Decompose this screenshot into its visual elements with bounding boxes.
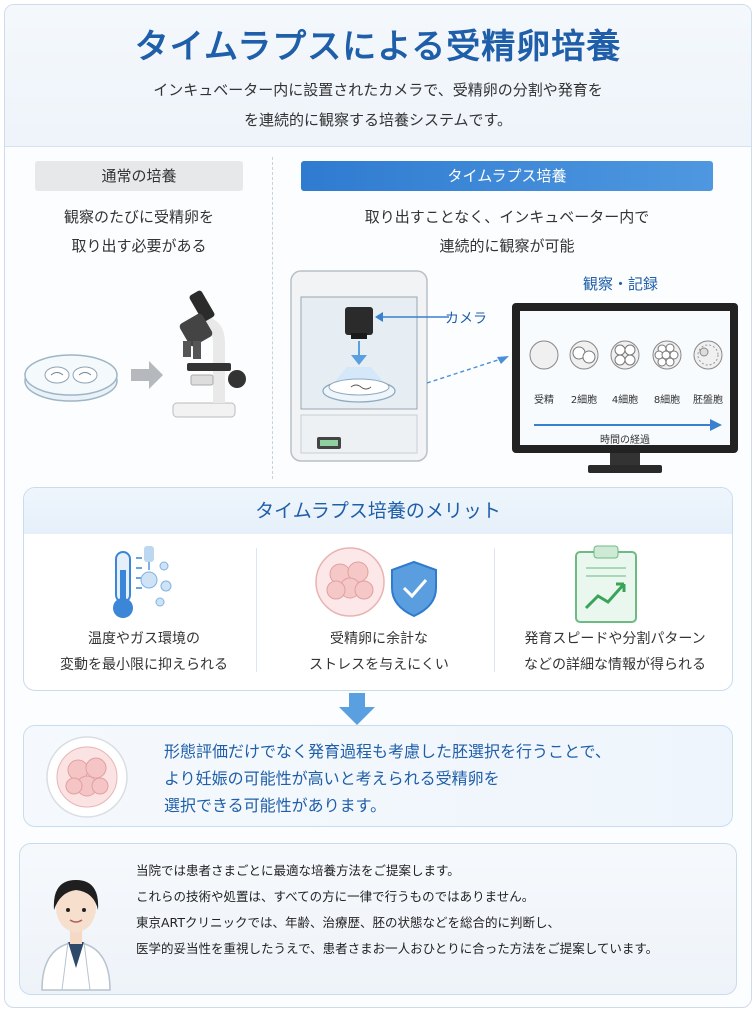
doctor-message-panel: 当院では患者さまごとに最適な培養方法をご提案します。 これらの技術や処置は、すべ… (19, 843, 737, 995)
clipboard-chart-icon (575, 545, 637, 623)
doctor-line-3: 東京ARTクリニックでは、年齢、治療歴、胚の状態などを総合的に判断し、 (136, 915, 560, 930)
merit-1-line-2: 変動を最小限に抑えられる (60, 657, 228, 673)
stage-2cell-icon (569, 340, 599, 370)
header: タイムラプスによる受精卵培養 インキュベーター内に設置されたカメラで、受精卵の分… (5, 5, 751, 147)
result-panel: 形態評価だけでなく発育過程も考慮した胚選択を行うことで、 より妊娠の可能性が高い… (23, 725, 733, 827)
doctor-avatar (41, 880, 111, 991)
merit-2-line-2: ストレスを与えにくい (309, 657, 449, 673)
normal-desc-line-1: 観察のたびに受精卵を (63, 208, 214, 226)
subtitle-line-2: を連続的に観察する培養システムです。 (243, 111, 513, 129)
result-line-3: 選択できる可能性があります。 (164, 796, 387, 815)
stage-label-blastocyst: 胚盤胞 (693, 395, 723, 406)
result-line-2: より妊娠の可能性が高いと考えられる受精卵を (164, 769, 500, 788)
result-line-1: 形態評価だけでなく発育過程も考慮した胚選択を行うことで、 (164, 742, 611, 761)
monitor-illustration (512, 303, 738, 473)
arrow-right-icon (131, 361, 163, 389)
merit-3-line-2: などの詳細な情報が得られる (524, 657, 706, 673)
dish-to-microscope-illustration (24, 290, 246, 418)
doctor-message-text: 当院では患者さまごとに最適な培養方法をご提案します。 これらの技術や処置は、すべ… (136, 858, 658, 962)
camera-icon (345, 307, 373, 339)
timelapse-culture-desc: 取り出すことなく、インキュベーター内で 連続的に観察が可能 (301, 203, 713, 261)
merits-title: タイムラプス培養のメリット (24, 488, 732, 534)
microscope-icon (172, 290, 246, 418)
doctor-line-4: 医学的妥当性を重視したうえで、患者さまお一人おひとりに合った方法をご提案していま… (136, 941, 659, 956)
page-subtitle: インキュベーター内に設置されたカメラで、受精卵の分割や発育を を連続的に観察する… (45, 75, 711, 135)
timelapse-culture-label: タイムラプス培養 (301, 161, 713, 191)
normal-culture-label: 通常の培養 (35, 161, 243, 191)
timelapse-desc-line-1: 取り出すことなく、インキュベーター内で (364, 208, 650, 226)
normal-culture-desc: 観察のたびに受精卵を 取り出す必要がある (23, 203, 255, 261)
stage-label-fertilized: 受精 (534, 395, 554, 406)
merit-1-text: 温度やガス環境の 変動を最小限に抑えられる (34, 626, 254, 678)
merit-divider-1 (256, 548, 257, 672)
camera-pointer-arrow (375, 312, 449, 322)
column-divider (272, 157, 273, 479)
merit-3-text: 発育スピードや分割パターン などの詳細な情報が得られる (502, 626, 728, 678)
incubator-illustration (290, 270, 428, 462)
stage-label-8cell: 8細胞 (653, 395, 681, 406)
subtitle-line-1: インキュベーター内に設置されたカメラで、受精卵の分割や発育を (153, 81, 603, 99)
merit-1-line-1: 温度やガス環境の (88, 631, 200, 647)
merit-2-text: 受精卵に余計な ストレスを与えにくい (264, 626, 494, 678)
embryo-shield-icon (315, 547, 437, 618)
result-text: 形態評価だけでなく発育過程も考慮した胚選択を行うことで、 より妊娠の可能性が高い… (164, 738, 611, 819)
merit-divider-2 (494, 548, 495, 672)
stage-8cell-icon (652, 340, 682, 370)
petri-dish-icon (24, 354, 118, 402)
stage-fertilized-icon (529, 340, 559, 370)
doctor-line-2: これらの技術や処置は、すべての方に一律で行うものではありません。 (136, 889, 535, 904)
page-title: タイムラプスによる受精卵培養 (134, 27, 622, 67)
dashed-connector-arrow (426, 356, 509, 384)
thermometer-icon (113, 546, 172, 618)
embryo-icon (46, 736, 128, 818)
camera-label: カメラ (445, 311, 487, 327)
stage-label-4cell: 4細胞 (611, 395, 639, 406)
stage-4cell-icon (610, 340, 640, 370)
time-elapsed-label: 時間の経過 (600, 435, 650, 446)
stage-blastocyst-icon (693, 340, 723, 370)
doctor-line-1: 当院では患者さまごとに最適な培養方法をご提案します。 (136, 863, 460, 878)
infographic-page: タイムラプスによる受精卵培養 インキュベーター内に設置されたカメラで、受精卵の分… (4, 4, 752, 1008)
timelapse-desc-line-2: 連続的に観察が可能 (439, 237, 575, 255)
arrow-down-icon (339, 693, 375, 725)
merit-3-line-1: 発育スピードや分割パターン (524, 631, 706, 647)
monitor-title: 観察・記録 (583, 275, 659, 293)
culture-dish-icon (322, 378, 396, 403)
normal-desc-line-2: 取り出す必要がある (71, 237, 207, 255)
stage-label-2cell: 2細胞 (570, 395, 598, 406)
merits-panel: タイムラプス培養のメリット 温度やガス環境の 変動を最小限に抑えられる (23, 487, 733, 691)
merit-2-line-1: 受精卵に余計な (330, 631, 428, 647)
